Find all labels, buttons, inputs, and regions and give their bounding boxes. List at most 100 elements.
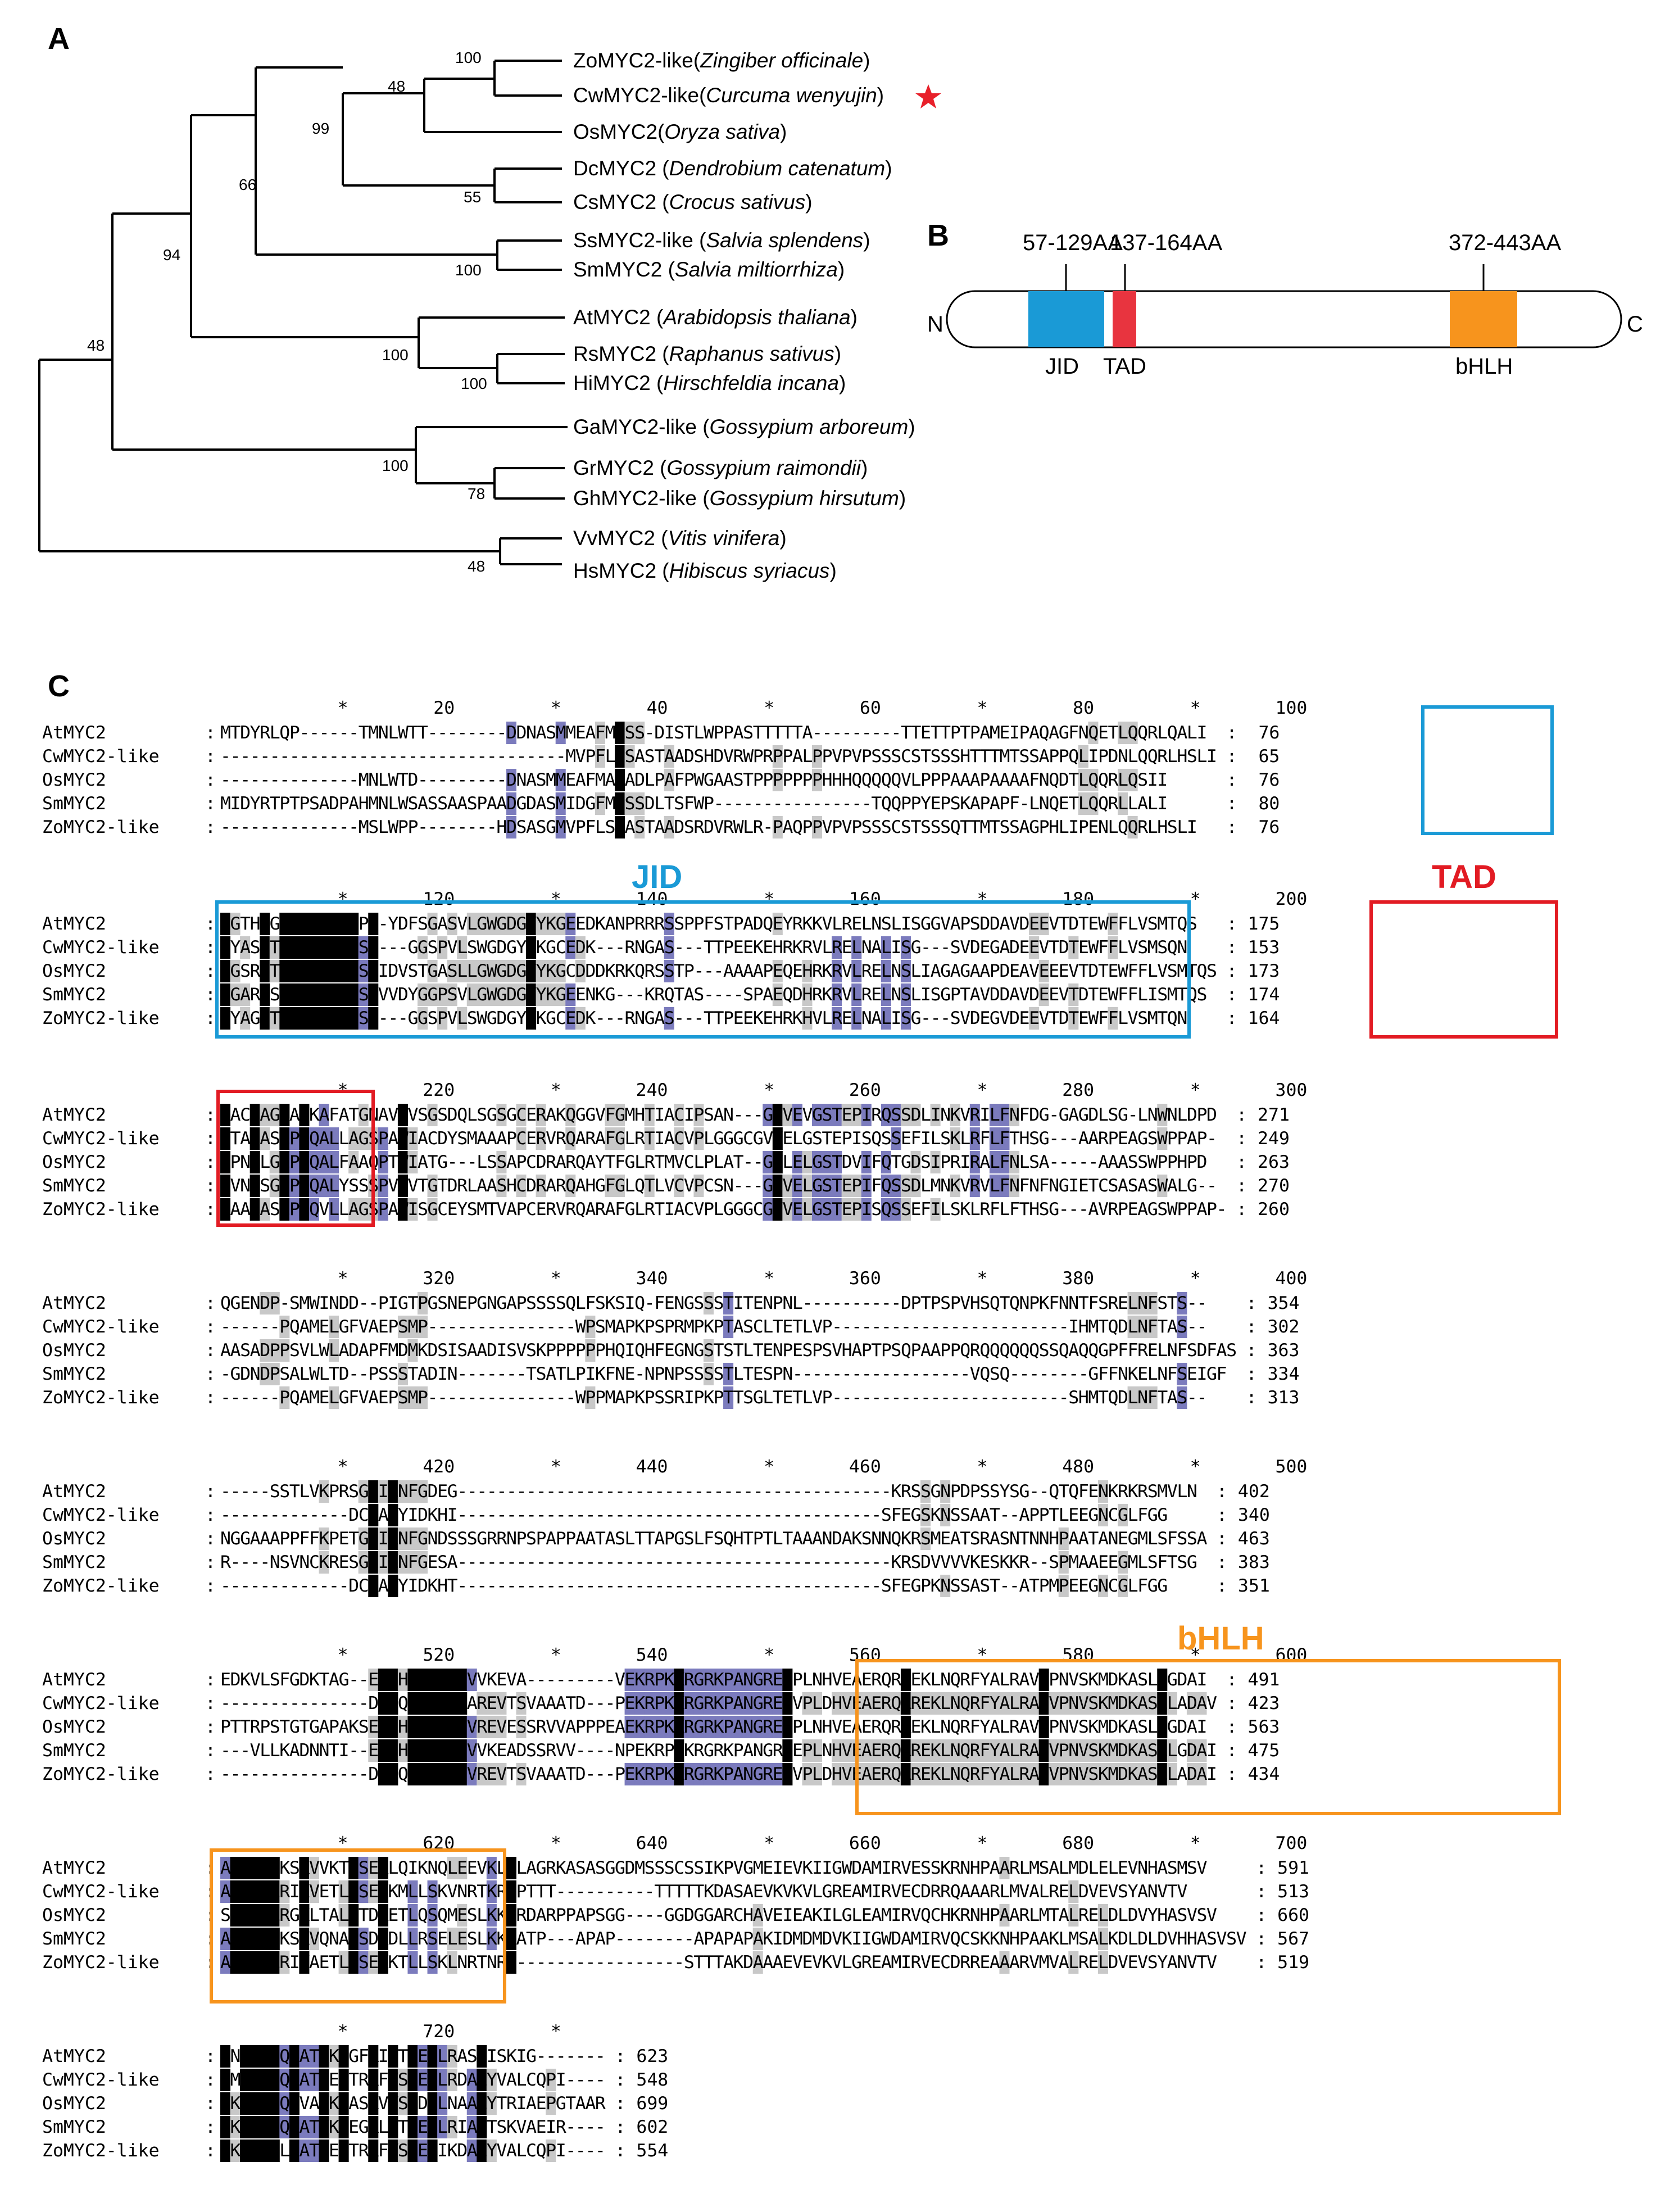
residue: S <box>457 1693 468 1714</box>
residue: K <box>1128 1764 1138 1784</box>
residue: - <box>763 1552 773 1572</box>
residue: A <box>575 1905 586 1925</box>
residue: G <box>723 1199 734 1220</box>
residue: S <box>289 1293 300 1313</box>
residue: - <box>477 1317 487 1337</box>
residue: A <box>319 1105 330 1125</box>
residue: P <box>1049 1717 1059 1737</box>
residue: F <box>615 1152 625 1172</box>
residue: G <box>339 1317 350 1337</box>
residue: - <box>220 746 231 767</box>
residue: N <box>1059 1717 1069 1737</box>
residue: - <box>496 1576 507 1596</box>
residue: D <box>506 817 517 837</box>
residue: S <box>704 1364 714 1384</box>
residue: T <box>418 723 428 743</box>
residue: K <box>1098 1740 1109 1761</box>
residue: V <box>1039 1693 1050 1714</box>
residue: - <box>477 1481 487 1502</box>
residue: L <box>999 1882 1010 1902</box>
residue: P <box>279 1317 290 1337</box>
residue: L <box>279 2141 290 2161</box>
residue: H <box>1009 1929 1020 1949</box>
residue: A <box>733 1764 744 1784</box>
residue: P <box>654 1670 665 1690</box>
residue: - <box>634 1481 645 1502</box>
residue: D <box>388 1740 398 1761</box>
residue: N <box>940 1481 951 1502</box>
residue: A <box>418 794 428 814</box>
residue: L <box>309 1340 320 1361</box>
residue: K <box>990 1929 1000 1949</box>
residue: S <box>714 914 724 934</box>
residue: D <box>240 794 251 814</box>
residue: G <box>851 1952 862 1973</box>
residue: K <box>979 1929 990 1949</box>
residue: P <box>773 746 783 767</box>
residue: P <box>418 1388 428 1408</box>
residue: - <box>348 723 359 743</box>
residue: T <box>990 1576 1000 1596</box>
residue: P <box>1039 1576 1050 1596</box>
residue: E <box>1108 961 1119 981</box>
residue: L <box>467 1105 478 1125</box>
residue: - <box>457 770 468 790</box>
residue: I <box>339 1740 350 1761</box>
residue: A <box>506 1740 517 1761</box>
residue: K <box>378 1929 389 1949</box>
residue: V <box>220 2117 231 2137</box>
residue: T <box>674 961 684 981</box>
residue: V <box>457 914 468 934</box>
residue: K <box>931 1693 941 1714</box>
residue: A <box>999 1905 1010 1925</box>
residue: N <box>861 1008 872 1028</box>
residue: V <box>359 1388 369 1408</box>
residue: - <box>812 723 823 743</box>
residue: - <box>467 1576 478 1596</box>
residue: P <box>664 1740 675 1761</box>
residue: G <box>526 2046 537 2066</box>
residue: L <box>1167 1740 1178 1761</box>
residue: - <box>743 1152 754 1172</box>
residue: V <box>773 1176 783 1196</box>
bootstrap-value: 55 <box>464 188 481 206</box>
residue: D <box>674 817 684 837</box>
residue: I <box>378 1552 389 1572</box>
residue: L <box>1118 937 1128 958</box>
residue: - <box>812 1364 823 1384</box>
residue: A <box>585 2093 596 2114</box>
bootstrap-value: 99 <box>312 120 329 137</box>
residue: - <box>1039 1481 1050 1502</box>
residue: D <box>1059 1008 1069 1028</box>
residue: - <box>467 1552 478 1572</box>
residue: G <box>753 1693 764 1714</box>
residue: A <box>1196 1929 1207 1949</box>
residue: - <box>723 1505 734 1525</box>
taxon-label: CwMYC2-like(Curcuma wenyujin) <box>573 84 884 107</box>
residue: - <box>467 1364 478 1384</box>
residue: - <box>704 1481 714 1502</box>
residue: A <box>605 1199 615 1220</box>
residue: - <box>250 1576 261 1596</box>
residue-count: : 153 <box>1227 937 1280 958</box>
residue: D <box>457 2070 468 2090</box>
residue: Y <box>447 1128 458 1149</box>
residue: L <box>1137 1105 1148 1125</box>
residue: D <box>398 914 409 934</box>
residue: R <box>467 1882 478 1902</box>
residue: G <box>763 1176 773 1196</box>
separator: : <box>205 1740 216 1761</box>
residue: S <box>1049 1552 1059 1572</box>
residue: V <box>684 1176 695 1196</box>
residue: L <box>1039 1882 1050 1902</box>
residue: F <box>359 2046 369 2066</box>
residue: R <box>1108 770 1119 790</box>
residue: - <box>565 2117 576 2137</box>
residue: - <box>477 1505 487 1525</box>
residue: F <box>979 1740 990 1761</box>
residue: - <box>575 2141 586 2161</box>
residue: - <box>467 770 478 790</box>
residue: C <box>684 1199 695 1220</box>
residue: - <box>684 1505 695 1525</box>
residue: N <box>457 1952 468 1973</box>
